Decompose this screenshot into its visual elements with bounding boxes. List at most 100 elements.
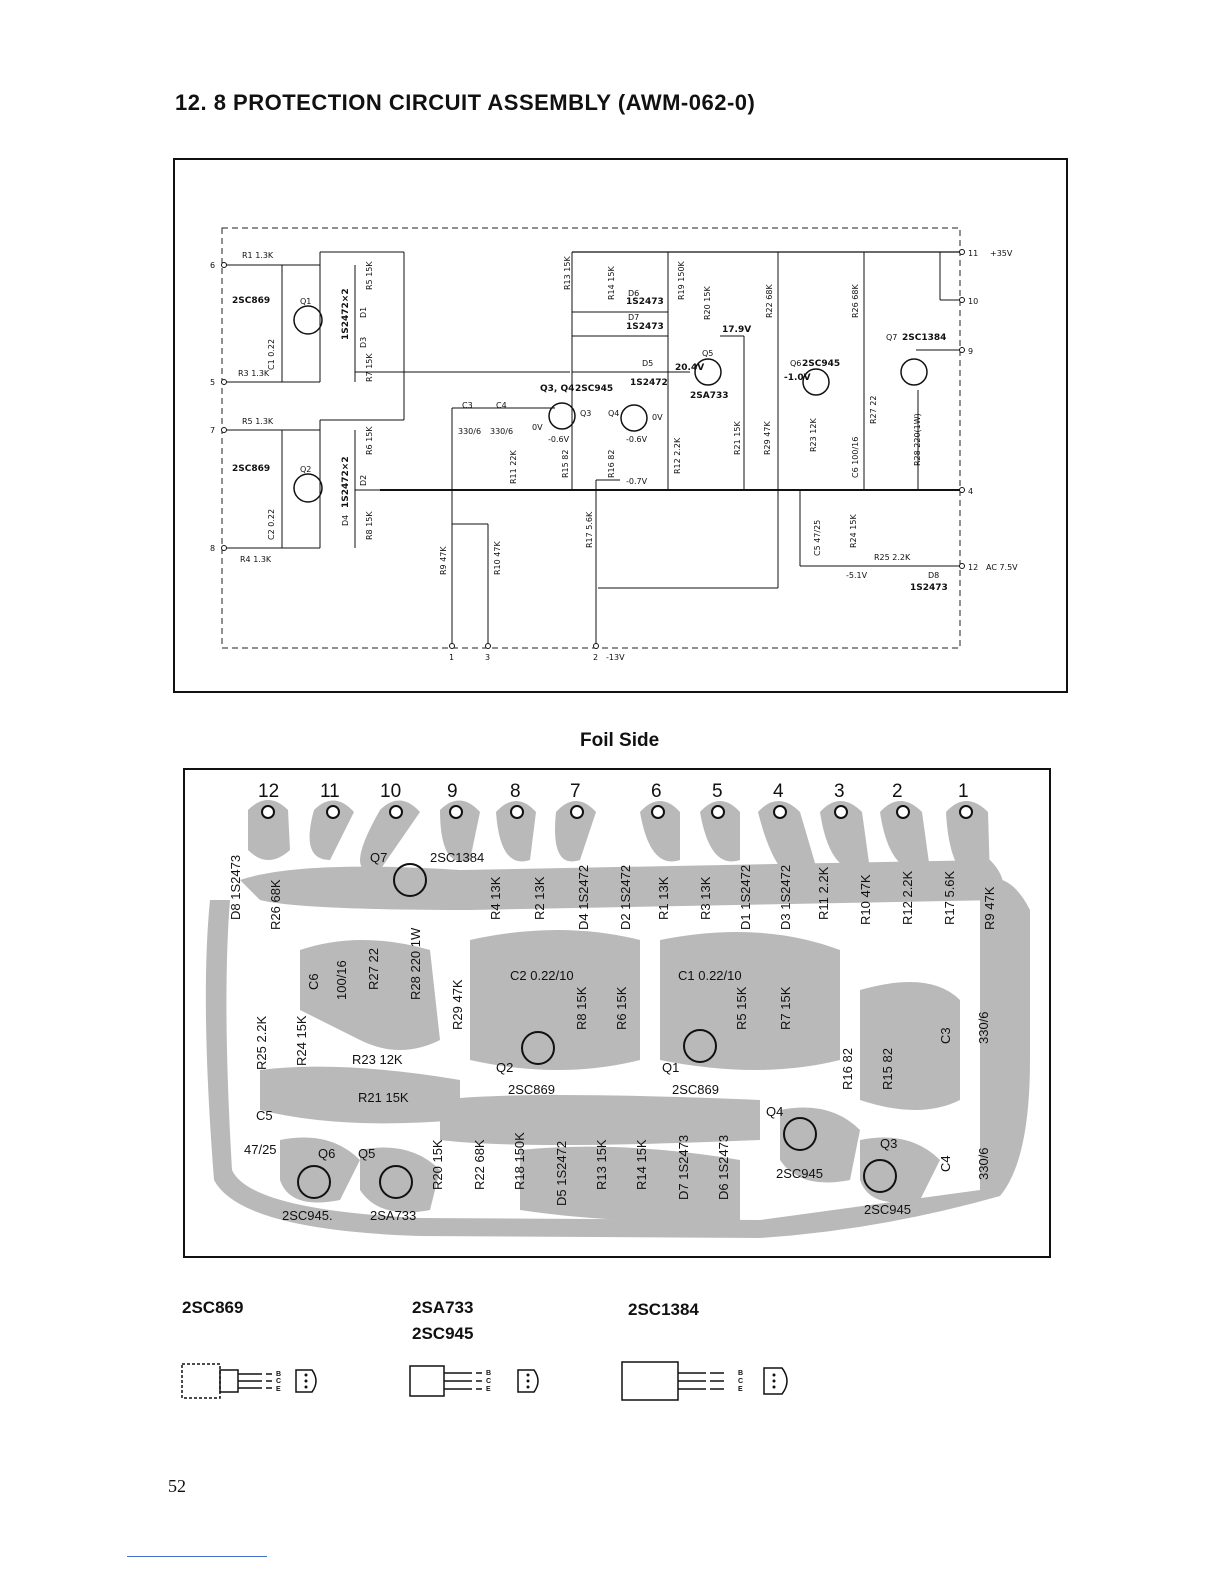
terminal-1: 1: [449, 653, 454, 662]
pin-e-2sc1384: E: [738, 1386, 743, 1393]
label-r25: R25 2.2K: [874, 553, 911, 562]
terminal-11-label: +35V: [990, 249, 1013, 258]
label-c3-value: 330/6: [458, 427, 481, 436]
label-v51: -5.1V: [846, 571, 868, 580]
terminal-10: 10: [968, 297, 978, 306]
pin-b-2sc869: B: [276, 1371, 281, 1378]
label-d6-type: 1S2473: [626, 297, 664, 307]
package-body-2sc869: [181, 1363, 221, 1399]
q2-symbol: [293, 473, 323, 503]
pin-c-2sc869: C: [276, 1378, 281, 1385]
label-r19: R19 150K: [677, 260, 686, 300]
package-label-2sc945: 2SC945: [412, 1324, 474, 1343]
label-r7: R7 15K: [365, 353, 374, 382]
pcb-frame: [183, 768, 1051, 1258]
label-d2-pair: 1S2472×2: [341, 456, 351, 508]
label-r1: R1 1.3K: [242, 251, 274, 260]
q6-symbol: [802, 368, 830, 396]
label-r28: R28 220(1W): [913, 413, 922, 466]
q7-symbol: [900, 358, 928, 386]
label-q7: Q7: [886, 333, 897, 342]
label-c6: C6 100/16: [851, 437, 860, 478]
footer-rule: [127, 1556, 267, 1557]
label-d3: D3: [359, 337, 368, 348]
label-r16: R16 82: [607, 450, 616, 478]
terminal-7: 7: [210, 426, 215, 435]
label-r3: R3 1.3K: [238, 369, 270, 378]
label-r13: R13 15K: [563, 256, 572, 290]
page-number: 52: [168, 1476, 186, 1496]
label-d7-type: 1S2473: [626, 322, 664, 332]
label-r24: R24 15K: [849, 514, 858, 548]
terminal-3: 3: [485, 653, 490, 662]
q5-symbol: [694, 358, 722, 386]
label-r5b: R5 15K: [365, 261, 374, 290]
label-c3: C3: [462, 401, 473, 410]
terminal-12: 12: [968, 563, 978, 572]
label-q4: Q4: [608, 409, 619, 418]
label-r6: R6 15K: [365, 426, 374, 455]
label-r14: R14 15K: [607, 266, 616, 300]
label-d5-type: 1S2472: [630, 378, 668, 388]
label-q7-type: 2SC1384: [902, 333, 946, 343]
label-r29: R29 47K: [763, 421, 772, 455]
label-q1: Q1: [300, 297, 311, 306]
label-r17: R17 5.6K: [585, 511, 594, 548]
label-q6-type: 2SC945: [802, 359, 840, 369]
package-pinout-2sa733: [517, 1369, 539, 1393]
label-v06b: -0.6V: [626, 435, 648, 444]
label-d8-type: 1S2473: [910, 583, 948, 593]
label-r8: R8 15K: [365, 511, 374, 540]
label-c5: C5 47/25: [813, 520, 822, 556]
label-r22: R22 68K: [765, 284, 774, 318]
label-v07: -0.7V: [626, 477, 648, 486]
label-q2: Q2: [300, 465, 311, 474]
label-d6: D6: [628, 289, 639, 298]
label-d1-pair: 1S2472×2: [341, 288, 351, 340]
label-r20: R20 15K: [703, 286, 712, 320]
label-r27: R27 22: [869, 396, 878, 424]
package-label-2sc869: 2SC869: [182, 1298, 244, 1317]
terminal-2-label: -13V: [606, 653, 625, 662]
label-r26: R26 68K: [851, 284, 860, 318]
label-d4: D4: [341, 515, 350, 526]
foil-side-label: Foil Side: [580, 730, 660, 751]
pin-b-2sa733: B: [486, 1370, 491, 1377]
label-d7: D7: [628, 313, 639, 322]
schematic-diagram: 6 5 7 8 R1 1.3K R3 1.3K R5 1.3K R4 1.3K …: [210, 227, 1018, 662]
q3-symbol: [548, 402, 576, 430]
label-d5: D5: [642, 359, 653, 368]
label-c4-value: 330/6: [490, 427, 513, 436]
label-v204: 20.4V: [675, 363, 704, 373]
pin-e-2sc869: E: [276, 1386, 281, 1393]
label-r23: R23 12K: [809, 418, 818, 452]
label-c1: C1 0.22: [267, 339, 276, 370]
package-tab-2sc869: [219, 1369, 239, 1393]
label-q2-type: 2SC869: [232, 464, 270, 474]
page-title: 12. 8 PROTECTION CIRCUIT ASSEMBLY (AWM-0…: [175, 90, 756, 115]
label-q3: Q3: [580, 409, 591, 418]
q1-symbol: [293, 305, 323, 335]
label-c4: C4: [496, 401, 507, 410]
terminal-6: 6: [210, 261, 215, 270]
schematic-frame: [173, 158, 1068, 693]
label-q34: Q3, Q4: [540, 384, 574, 394]
label-d8: D8: [928, 571, 939, 580]
label-q1-type: 2SC869: [232, 296, 270, 306]
label-r12: R12 2.2K: [673, 437, 682, 474]
q4-symbol: [620, 404, 648, 432]
package-label-2sa733: 2SA733: [412, 1298, 474, 1317]
package-label-2sc1384: 2SC1384: [628, 1300, 699, 1319]
label-r9: R9 47K: [439, 546, 448, 575]
terminal-4: 4: [968, 487, 973, 496]
package-body-2sc1384: [621, 1361, 679, 1401]
terminal-2: 2: [593, 653, 598, 662]
terminal-5: 5: [210, 378, 215, 387]
terminal-9: 9: [968, 347, 973, 356]
label-r11: R11 22K: [509, 450, 518, 484]
pin-c-2sa733: C: [486, 1378, 491, 1385]
label-c2: C2 0.22: [267, 509, 276, 540]
label-d2: D2: [359, 475, 368, 486]
label-v0b: 0V: [652, 413, 663, 422]
label-v179: 17.9V: [722, 325, 751, 335]
